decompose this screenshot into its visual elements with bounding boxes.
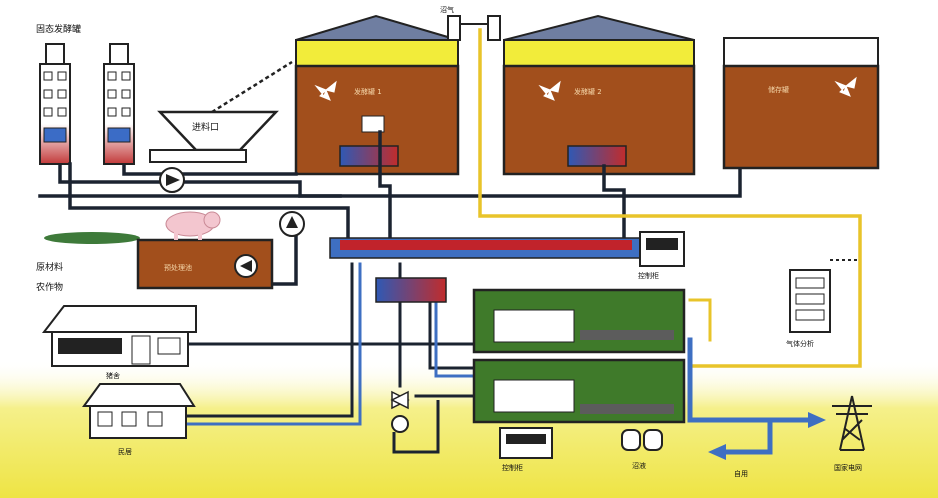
storage-tank [722, 37, 880, 170]
digester-2-label: 发酵罐 2 [574, 87, 602, 96]
return-loop-pipe [392, 400, 440, 454]
fan-icon [314, 80, 337, 101]
electric-tower-icon [832, 395, 872, 451]
bottom-control-label: 控制柜 [502, 463, 523, 472]
fermentation-tower-2 [103, 43, 135, 165]
arrow-self-use [708, 444, 726, 460]
left-text-1: 原材料 [36, 261, 63, 273]
digester-1-label: 发酵罐 1 [354, 87, 382, 96]
storage-tank-label: 储存罐 [768, 85, 789, 94]
gas-outlet [447, 15, 501, 41]
barn-label: 猪舍 [106, 371, 120, 380]
house-label: 民居 [118, 448, 132, 456]
valve-icon [390, 390, 410, 410]
gas-analyzer-label: 气体分析 [786, 339, 814, 348]
bottom-tanks [621, 429, 663, 451]
generator-2 [472, 358, 686, 424]
arrow-to-grid [808, 412, 826, 428]
house [82, 383, 196, 439]
generator-1 [472, 288, 686, 354]
self-use-label: 自用 [734, 469, 748, 478]
controller-label: 控制柜 [638, 271, 659, 280]
heat-exchanger-icon [339, 145, 399, 167]
heat-exchanger-icon [567, 145, 627, 167]
hopper-label: 进料口 [192, 121, 219, 133]
pump-icon [391, 415, 409, 433]
pre-tank-label: 预处理池 [164, 263, 192, 272]
controller-cabinet [639, 231, 685, 267]
pipe-network [38, 28, 862, 455]
tank-bottom-label: 沼液 [632, 461, 646, 470]
bottom-controller [499, 427, 553, 459]
tower-label: 固态发酵罐 [36, 23, 81, 35]
pump-icon [279, 211, 305, 237]
pre-tank [44, 232, 274, 290]
gas-analyzer [789, 259, 860, 333]
pump-icon [159, 167, 185, 193]
fermentation-tower-1 [39, 43, 71, 165]
feed-hopper [149, 60, 293, 163]
fan-icon [538, 80, 561, 101]
left-text-2: 农作物 [36, 281, 63, 293]
grid-label: 国家电网 [834, 463, 862, 472]
manifold-bar [329, 237, 641, 259]
digester-1 [294, 14, 460, 176]
heat-exchanger-icon [375, 277, 447, 303]
pig-icon [165, 211, 221, 240]
barn [41, 305, 197, 367]
gas-top-label: 沼气 [440, 5, 454, 14]
fan-icon [834, 76, 857, 97]
digester-2 [502, 14, 696, 176]
